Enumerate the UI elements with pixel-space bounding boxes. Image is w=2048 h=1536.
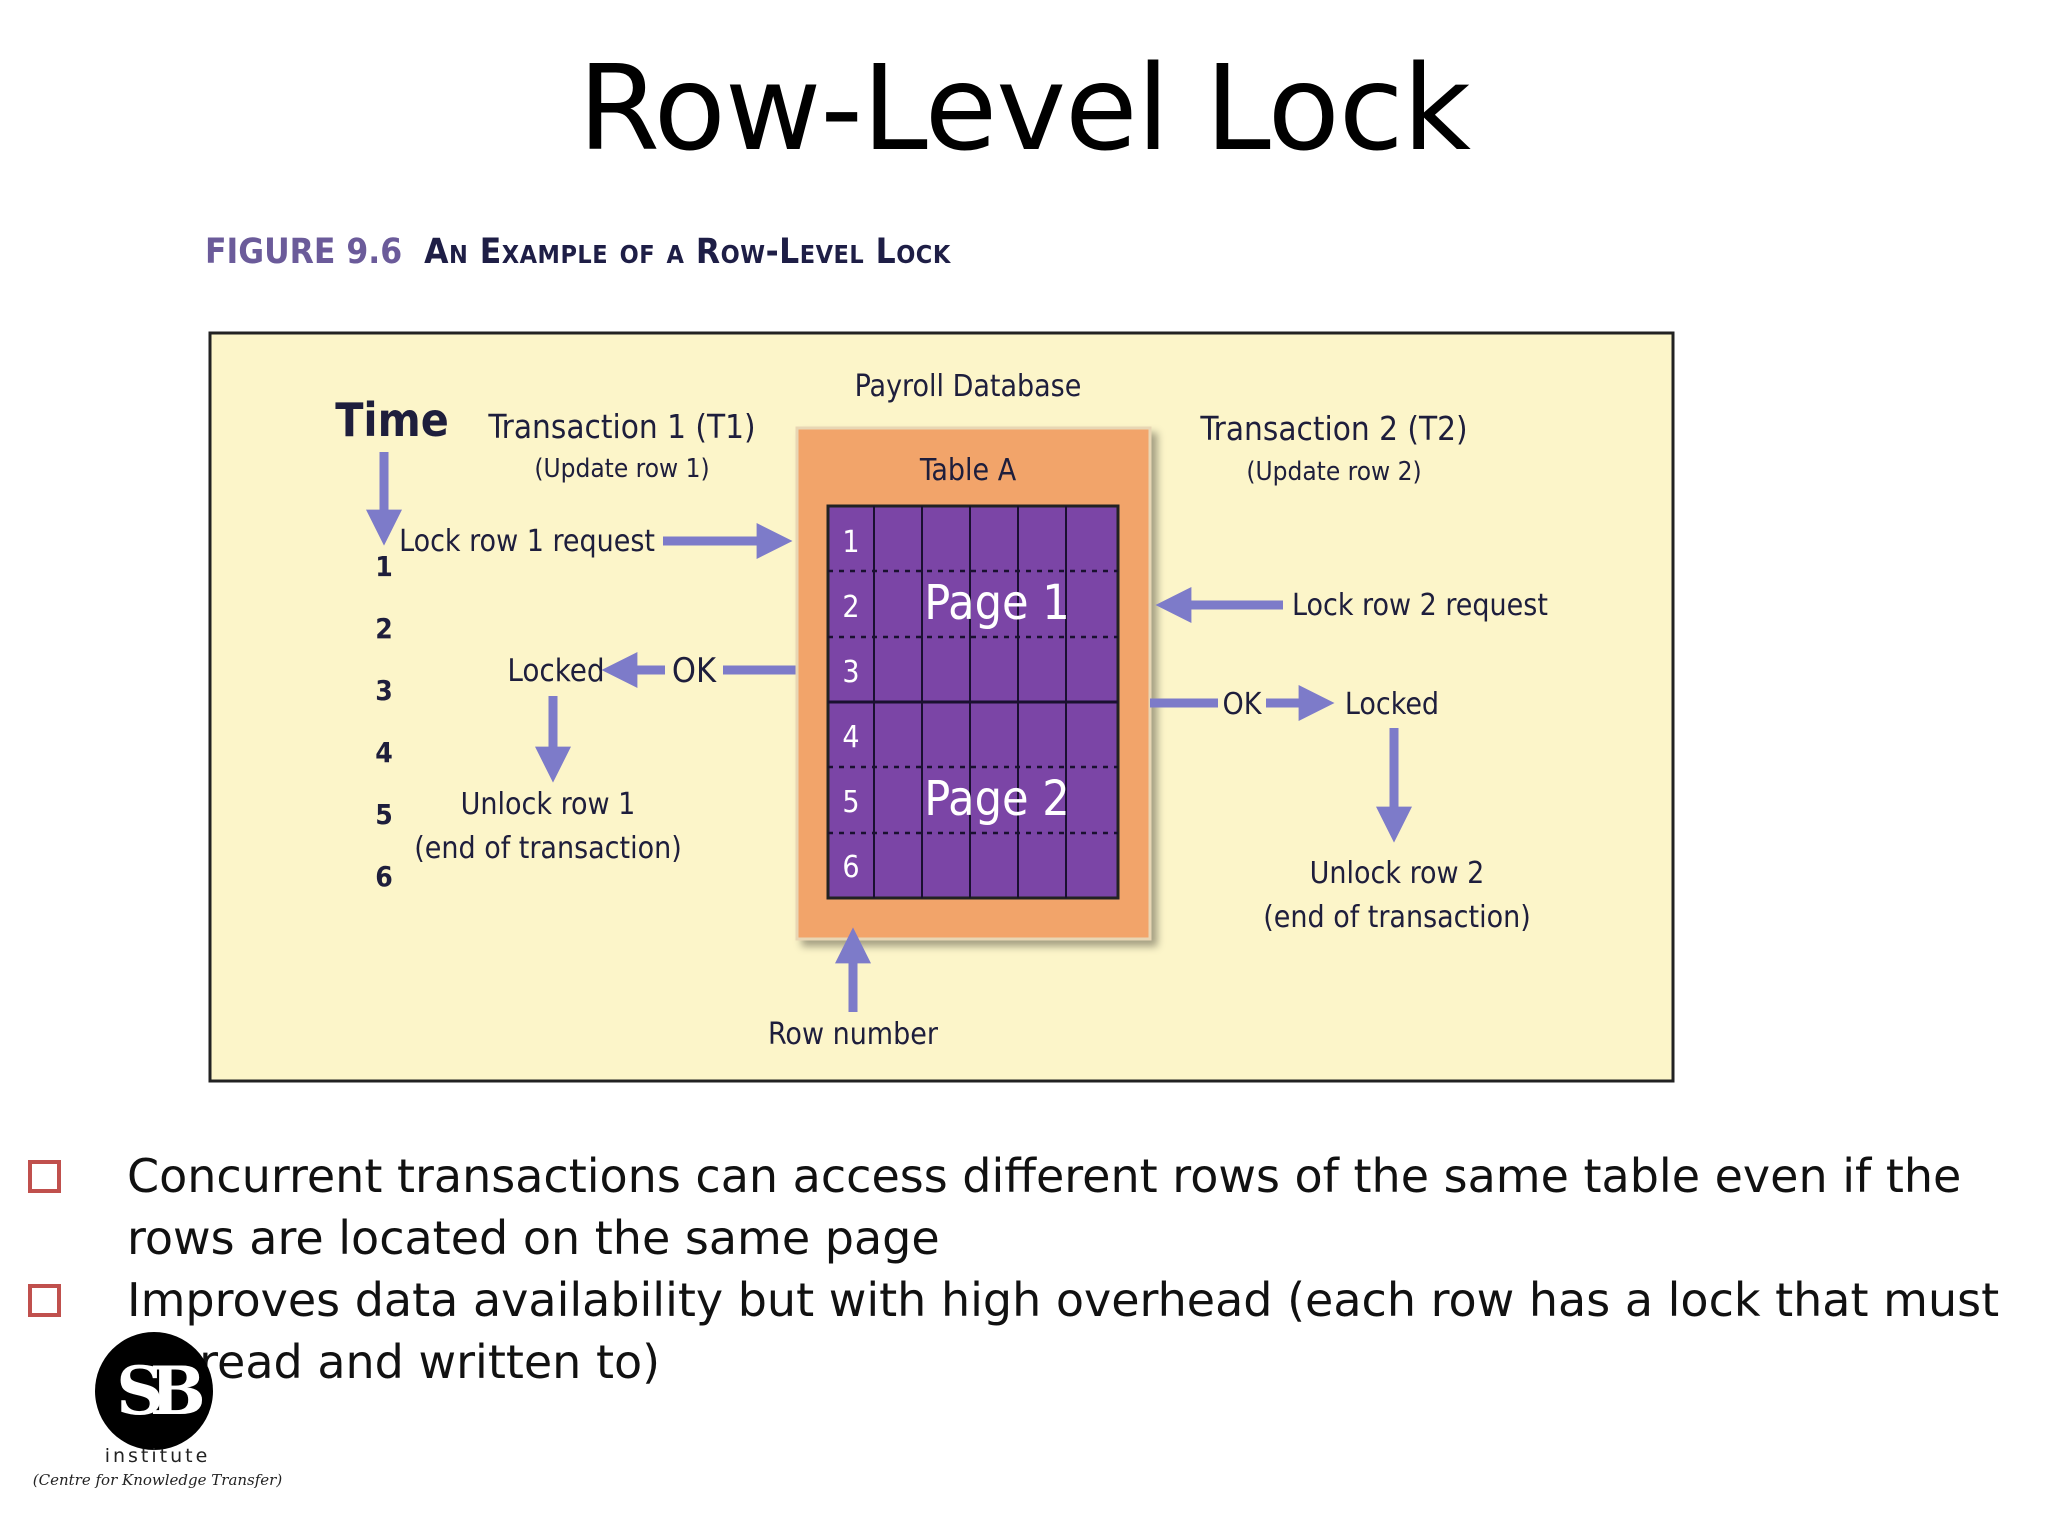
figure-number: FIGURE 9.6 — [205, 232, 403, 272]
time-tick: 6 — [375, 860, 393, 893]
t1-unlock: Unlock row 1 — [461, 787, 636, 822]
time-tick: 3 — [375, 674, 393, 707]
row-number: 4 — [842, 720, 859, 755]
bullet-line: rows are located on the same page — [127, 1211, 940, 1265]
row-number: 1 — [842, 525, 859, 560]
bullet-line: Concurrent transactions can access diffe… — [127, 1149, 1962, 1203]
bullet-box-icon — [28, 1284, 61, 1317]
figure-caption-text: An Example of a Row-Level Lock — [424, 232, 951, 272]
database-label: Payroll Database — [855, 369, 1082, 404]
t1-ok: OK — [672, 651, 717, 691]
time-tick: 1 — [375, 550, 393, 583]
t1-subtitle: (Update row 1) — [534, 454, 709, 484]
row-number-label: Row number — [768, 1017, 939, 1052]
row-number: 2 — [842, 590, 859, 625]
slide-title: Row-Level Lock — [577, 39, 1471, 177]
t1-title: Transaction 1 (T1) — [487, 407, 755, 446]
bullet-box-icon — [28, 1160, 61, 1193]
row-number: 3 — [842, 655, 859, 690]
institute-logo: SB institute (Centre for Knowledge Trans… — [30, 1325, 285, 1490]
row-level-lock-diagram: Time 1 2 3 4 5 6 Transaction 1 (T1) (Upd… — [208, 331, 1675, 1083]
table-a-label: Table A — [919, 453, 1017, 488]
t1-locked: Locked — [507, 653, 604, 689]
t1-unlock-note: (end of transaction) — [414, 831, 682, 866]
row-number: 6 — [842, 850, 859, 885]
t2-subtitle: (Update row 2) — [1246, 457, 1421, 487]
logo-tagline: (Centre for Knowledge Transfer) — [32, 1471, 283, 1489]
bullet-item: Concurrent transactions can access diffe… — [25, 1145, 2025, 1269]
page-label: Page 2 — [924, 771, 1070, 827]
time-tick: 2 — [375, 612, 393, 645]
t2-title: Transaction 2 (T2) — [1199, 409, 1467, 448]
logo-name: institute — [104, 1445, 211, 1467]
t2-locked: Locked — [1345, 687, 1439, 722]
bullet-line: Improves data availability but with high… — [127, 1273, 2000, 1327]
time-tick: 4 — [375, 736, 393, 769]
t1-request: Lock row 1 request — [399, 524, 655, 559]
t2-unlock: Unlock row 2 — [1310, 856, 1485, 891]
logo-mark-icon: SB — [95, 1332, 213, 1450]
row-number: 5 — [842, 785, 859, 820]
bullet-line: be read and written to) — [127, 1335, 661, 1389]
bullet-list: Concurrent transactions can access diffe… — [25, 1145, 2025, 1393]
t2-ok: OK — [1223, 687, 1263, 722]
time-tick: 5 — [375, 798, 393, 831]
page-label: Page 1 — [924, 575, 1070, 631]
bullet-item: Improves data availability but with high… — [25, 1269, 2025, 1393]
t2-request: Lock row 2 request — [1292, 588, 1548, 623]
figure-caption: FIGURE 9.6 An Example of a Row-Level Loc… — [205, 232, 951, 284]
t2-unlock-note: (end of transaction) — [1263, 900, 1531, 935]
time-label: Time — [335, 393, 449, 447]
